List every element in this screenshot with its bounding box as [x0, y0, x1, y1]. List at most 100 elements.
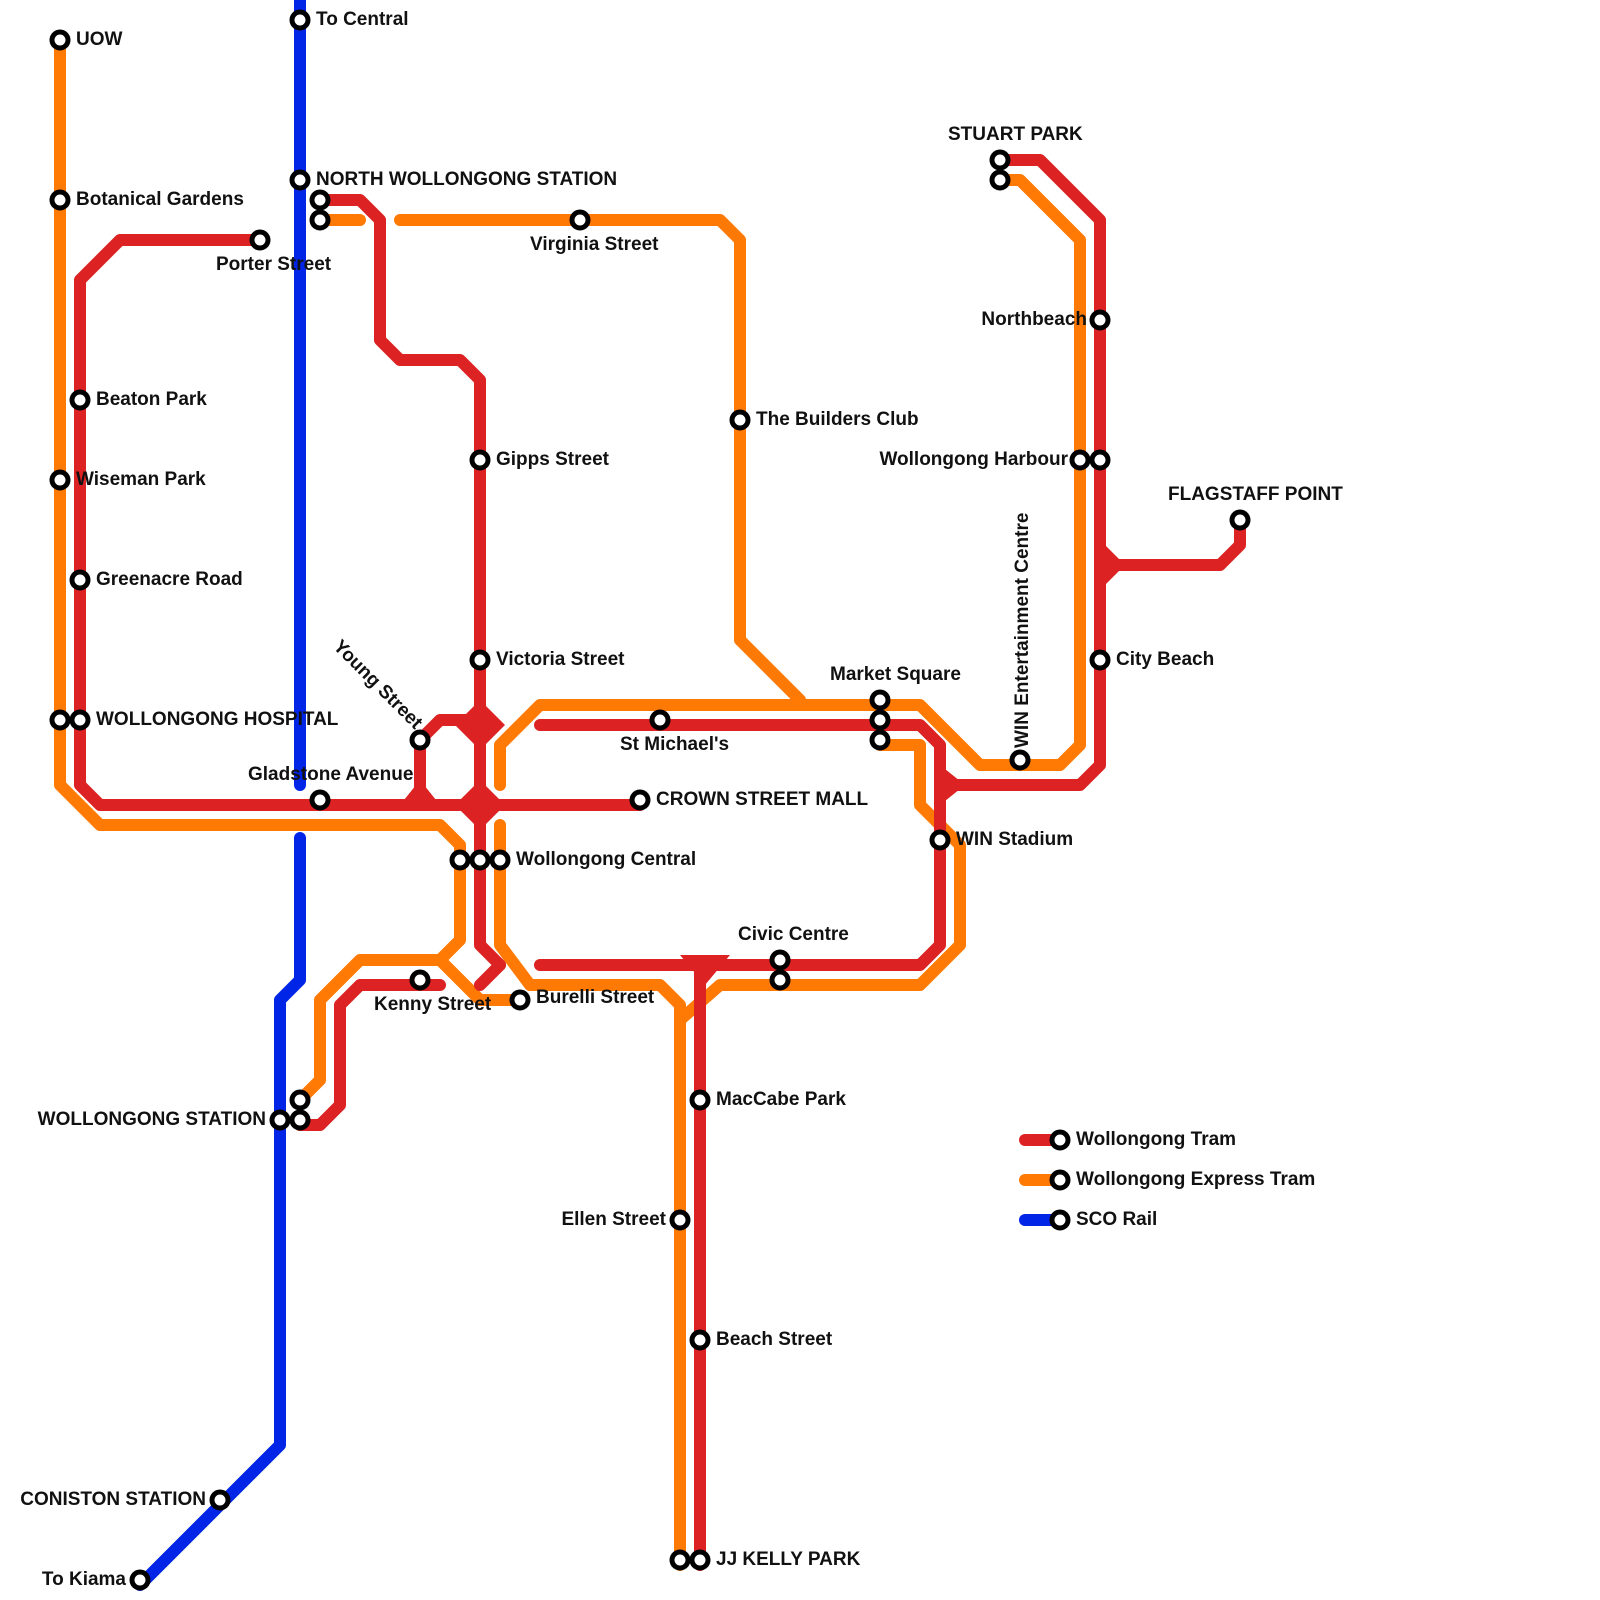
junction-flagstaff: [1100, 540, 1125, 590]
tram-north-branch: [314, 194, 506, 971]
station-market-square-1[interactable]: [869, 689, 891, 711]
legend: Wollongong Tram Wollongong Express Tram …: [1019, 1129, 1315, 1231]
label-win-stadium: WIN Stadium: [956, 829, 1073, 850]
station-kenny-street[interactable]: [409, 969, 431, 991]
station-markers: [49, 9, 1251, 1591]
junction-win: [940, 765, 965, 805]
label-builders-club: The Builders Club: [756, 409, 919, 430]
label-porter-street: Porter Street: [216, 254, 332, 275]
station-burelli-street[interactable]: [509, 989, 531, 1011]
label-kenny-street: Kenny Street: [374, 994, 492, 1015]
station-greenacre-road[interactable]: [69, 569, 91, 591]
station-gipps-street[interactable]: [469, 449, 491, 471]
legend-station-rail: [1049, 1209, 1071, 1231]
label-flagstaff-point: FLAGSTAFF POINT: [1168, 484, 1343, 505]
station-maccabe-park[interactable]: [689, 1089, 711, 1111]
station-young-street[interactable]: [409, 729, 431, 751]
station-coniston[interactable]: [209, 1489, 231, 1511]
label-beaton-park: Beaton Park: [96, 389, 207, 410]
label-wollongong-station: WOLLONGONG STATION: [38, 1109, 266, 1130]
junction-young: [400, 780, 440, 805]
station-hospital-tram[interactable]: [69, 709, 91, 731]
station-north-wollongong[interactable]: [289, 169, 311, 191]
label-greenacre-road: Greenacre Road: [96, 569, 243, 590]
label-victoria-street: Victoria Street: [496, 649, 625, 670]
station-porter-street[interactable]: [249, 229, 271, 251]
label-hospital: WOLLONGONG HOSPITAL: [96, 709, 339, 730]
label-northbeach: Northbeach: [981, 309, 1087, 330]
station-win-entertainment[interactable]: [1009, 749, 1031, 771]
label-virginia-street: Virginia Street: [530, 234, 659, 255]
station-beaton-park[interactable]: [69, 389, 91, 411]
junction-civic: [680, 955, 730, 985]
station-virginia-street[interactable]: [569, 209, 591, 231]
label-maccabe-park: MacCabe Park: [716, 1089, 846, 1110]
wollongong-tram-line: [74, 154, 1246, 1571]
station-wollongong-express[interactable]: [289, 1089, 311, 1111]
station-market-square-2[interactable]: [869, 709, 891, 731]
station-flagstaff-point[interactable]: [1229, 509, 1251, 531]
legend-label-express: Wollongong Express Tram: [1076, 1169, 1315, 1190]
station-builders-club[interactable]: [729, 409, 751, 431]
station-ellen-street[interactable]: [669, 1209, 691, 1231]
rail-segment-south: [134, 832, 306, 1591]
label-gipps-street: Gipps Street: [496, 449, 610, 470]
express-market-stadium: [674, 739, 966, 1026]
station-harbour-tram[interactable]: [1089, 449, 1111, 471]
label-harbour: Wollongong Harbour: [879, 449, 1068, 470]
station-win-stadium[interactable]: [929, 829, 951, 851]
station-victoria-street[interactable]: [469, 649, 491, 671]
station-market-square-3[interactable]: [869, 729, 891, 751]
station-botanical-gardens[interactable]: [49, 189, 71, 211]
station-uow[interactable]: [49, 29, 71, 51]
station-wollongong-tram[interactable]: [289, 1109, 311, 1131]
station-beach-street[interactable]: [689, 1329, 711, 1351]
station-to-central[interactable]: [289, 9, 311, 31]
label-to-kiama: To Kiama: [42, 1569, 127, 1590]
label-beach-street: Beach Street: [716, 1329, 833, 1350]
label-ellen-street: Ellen Street: [561, 1209, 666, 1230]
label-win-entertainment: WIN Entertainment Centre: [1012, 513, 1033, 748]
station-crown-street-mall[interactable]: [629, 789, 651, 811]
label-young-street: Young Street: [329, 636, 427, 734]
station-wollongong-central-3[interactable]: [489, 849, 511, 871]
station-wollongong-central-1[interactable]: [449, 849, 471, 871]
station-north-wollongong-tram[interactable]: [309, 189, 331, 211]
legend-item-express: Wollongong Express Tram: [1019, 1169, 1315, 1191]
legend-item-tram: Wollongong Tram: [1019, 1129, 1236, 1151]
station-wollongong-central-2[interactable]: [469, 849, 491, 871]
tram-st-michaels: [534, 154, 1106, 791]
station-wollongong-rail[interactable]: [269, 1109, 291, 1131]
station-harbour-express[interactable]: [1069, 449, 1091, 471]
legend-label-rail: SCO Rail: [1076, 1209, 1157, 1230]
station-stuart-park-express[interactable]: [989, 169, 1011, 191]
label-city-beach: City Beach: [1116, 649, 1214, 670]
station-civic-centre-tram[interactable]: [769, 949, 791, 971]
station-north-wollongong-express[interactable]: [309, 209, 331, 231]
station-stuart-park-tram[interactable]: [989, 149, 1011, 171]
tram-flagstaff: [1094, 519, 1246, 571]
station-city-beach[interactable]: [1089, 649, 1111, 671]
label-uow: UOW: [76, 29, 123, 50]
label-market-square: Market Square: [830, 664, 961, 685]
station-st-michaels[interactable]: [649, 709, 671, 731]
label-st-michaels: St Michael's: [620, 734, 729, 755]
tram-west-branch: [74, 234, 646, 811]
station-jj-kelly-tram[interactable]: [689, 1549, 711, 1571]
tram-kenny-station: [294, 979, 446, 1131]
station-to-kiama[interactable]: [129, 1569, 151, 1591]
station-civic-centre-express[interactable]: [769, 969, 791, 991]
label-burelli-street: Burelli Street: [536, 987, 655, 1008]
label-to-central: To Central: [316, 9, 409, 30]
legend-station-express: [1049, 1169, 1071, 1191]
station-northbeach[interactable]: [1089, 309, 1111, 331]
legend-item-rail: SCO Rail: [1019, 1209, 1157, 1231]
station-wiseman-park[interactable]: [49, 469, 71, 491]
junction-crown: [455, 780, 505, 830]
station-hospital-express[interactable]: [49, 709, 71, 731]
station-jj-kelly-express[interactable]: [669, 1549, 691, 1571]
express-burelli: [494, 819, 686, 1571]
station-gladstone-avenue[interactable]: [309, 789, 331, 811]
express-virginia-loop: [394, 214, 806, 706]
legend-station-tram: [1049, 1129, 1071, 1151]
